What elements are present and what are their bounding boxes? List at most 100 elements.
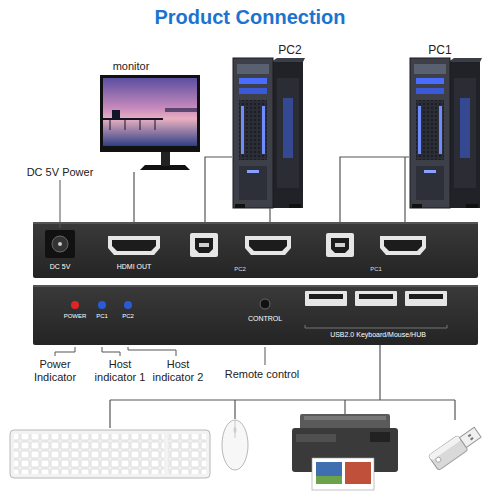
- printer-illustration: [345, 462, 371, 484]
- usb-drive-illustration: [428, 435, 461, 461]
- node-text: POWER: [64, 313, 87, 320]
- mouse-illustration: [222, 420, 248, 470]
- back-panel: [195, 238, 213, 253]
- front-panel: [305, 325, 447, 328]
- back-panel: [190, 233, 218, 257]
- node-text: PC2: [122, 313, 134, 320]
- back-panel: [249, 240, 287, 251]
- node-text: monitor: [113, 60, 150, 72]
- connector-cable: [340, 157, 409, 222]
- monitor-illustration: [140, 120, 141, 130]
- usb-drive-illustration: [435, 456, 442, 463]
- monitor-illustration: [103, 118, 163, 120]
- node-text: DC 5V: [50, 263, 71, 271]
- front-panel: [405, 291, 447, 306]
- back-panel: [199, 243, 209, 247]
- front-panel: [309, 294, 343, 299]
- printer-illustration: [292, 414, 398, 490]
- mouse-illustration: [222, 420, 248, 470]
- back-panel-node: DC 5V HDMI OUT PC2 PC1: [33, 222, 478, 278]
- front-panel: [305, 291, 347, 306]
- node-text: PC1: [370, 266, 382, 273]
- front-panel: [124, 301, 132, 309]
- leader-line: [102, 347, 120, 356]
- front-panel: [409, 294, 443, 299]
- monitor-illustration: [100, 75, 200, 152]
- front-panel-node: POWERPC1PC2CONTROLUSB2.0 Keyboard/Mouse/…: [33, 285, 478, 345]
- leader-line: [265, 347, 266, 365]
- back-panel: [33, 222, 478, 278]
- monitor-node: monitor: [96, 58, 206, 172]
- callout-label: Power Indicator: [26, 358, 84, 383]
- monitor-illustration: [161, 150, 170, 166]
- leader-line: [55, 180, 265, 365]
- printer-illustration: [316, 476, 342, 484]
- monitor-illustration: [110, 120, 111, 130]
- callout-label: Host indicator 1: [90, 358, 150, 383]
- keyboard-illustration: [168, 434, 206, 474]
- keyboard-illustration: [14, 434, 164, 474]
- cable-leg: [269, 208, 270, 222]
- callout-label: Remote control: [212, 368, 312, 381]
- front-panel: [355, 291, 397, 306]
- pc1-tower: [410, 58, 482, 208]
- callout-label: DC 5V Power: [22, 166, 98, 179]
- pc2-tower: [233, 58, 305, 208]
- usb-drive-illustration: [468, 434, 472, 437]
- usb-wire: [454, 400, 455, 420]
- pc-node: PC2: [232, 40, 306, 208]
- usb-wire: [344, 400, 345, 414]
- front-panel: [260, 299, 270, 309]
- back-panel: [380, 236, 426, 255]
- leader-line: [128, 347, 176, 356]
- back-panel: [52, 236, 68, 252]
- back-panel: [331, 238, 349, 253]
- usb-wire: [234, 400, 235, 419]
- back-panel: [326, 233, 354, 257]
- front-panel: [71, 301, 79, 309]
- node-text: PC2: [234, 266, 246, 273]
- keyboard-illustration: [10, 430, 210, 478]
- cable-leg: [404, 157, 405, 222]
- mouse-illustration: [234, 427, 237, 433]
- pc-node: PC1: [409, 40, 481, 208]
- usb-drive-illustration: [459, 427, 481, 447]
- back-panel: [33, 222, 478, 278]
- usb-drive-illustration: [470, 437, 474, 440]
- connector-cable: [133, 172, 134, 222]
- connector-cable: [205, 157, 232, 222]
- title: Product Connection: [0, 6, 500, 29]
- back-panel: [384, 240, 422, 251]
- usb-wire: [110, 399, 455, 400]
- monitor-illustration: [103, 78, 197, 146]
- node-text: CONTROL: [248, 315, 282, 323]
- back-panel: [33, 222, 478, 224]
- monitor-illustration: [112, 110, 120, 118]
- monitor-illustration: [155, 120, 156, 130]
- node-text: HDMI OUT: [117, 263, 152, 271]
- callout-label: Host indicator 2: [150, 358, 206, 383]
- keyboard-illustration: [10, 430, 210, 478]
- printer-illustration: [304, 416, 386, 420]
- mouse-illustration: [235, 420, 236, 438]
- back-panel: [108, 236, 160, 255]
- printer-illustration: [296, 434, 336, 442]
- back-panel: [245, 236, 291, 255]
- front-panel: [33, 285, 478, 287]
- monitor-illustration: [125, 120, 126, 130]
- printer-illustration: [300, 414, 390, 430]
- monitor-illustration: [165, 108, 197, 112]
- front-panel: [33, 285, 478, 345]
- leader-line: [60, 180, 61, 228]
- back-panel: [58, 242, 62, 246]
- node-text: PC2: [278, 44, 301, 57]
- node-text: PC1: [96, 313, 108, 320]
- front-panel: [98, 301, 106, 309]
- usb-wire: [109, 400, 110, 428]
